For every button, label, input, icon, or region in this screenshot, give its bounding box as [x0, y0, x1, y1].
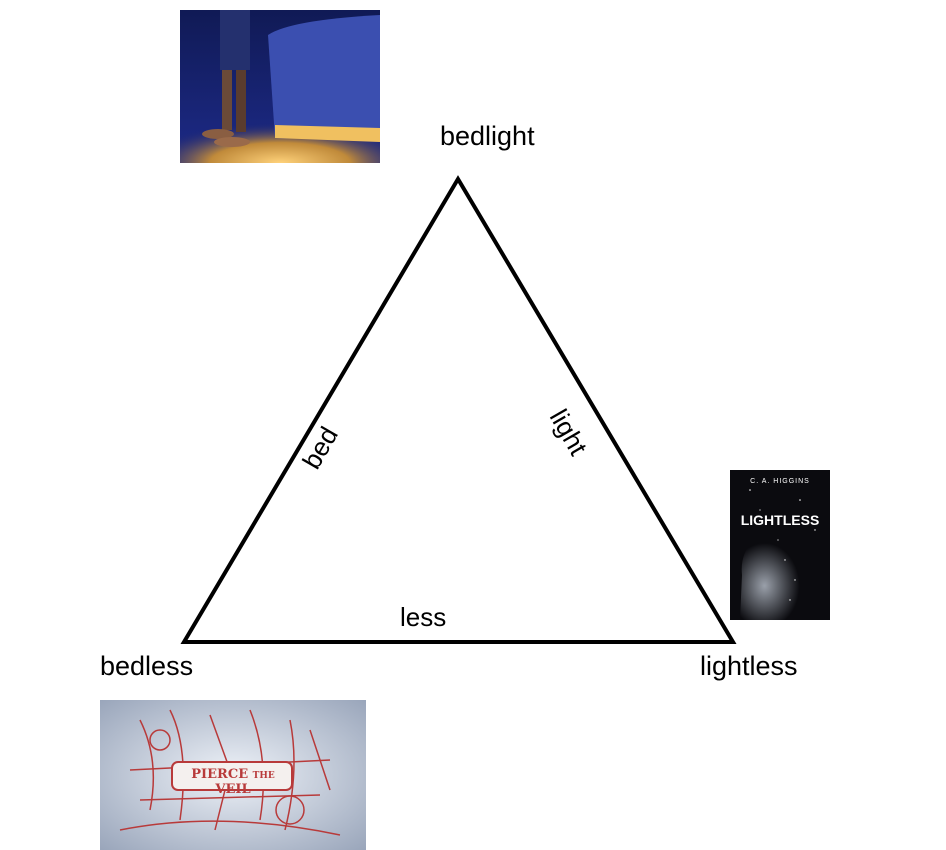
band-name: PIERCE THE VEIL — [178, 767, 288, 797]
lightless-book-cover: C. A. HIGGINS LIGHTLESS — [730, 470, 830, 620]
edge-label-bottom: less — [400, 602, 447, 632]
band-word-1: PIERCE — [191, 767, 249, 782]
pierce-the-veil-artwork: PIERCE THE VEIL — [100, 700, 366, 850]
band-word-2: THE — [252, 771, 275, 781]
book-author: C. A. HIGGINS — [750, 478, 810, 485]
vertex-label-left: bedless — [100, 651, 194, 681]
band-word-3: VEIL — [215, 782, 251, 797]
vertex-label-top: bedlight — [440, 121, 535, 151]
triangle-outline — [180, 175, 737, 644]
vertex-label-right: lightless — [700, 651, 798, 681]
bedlight-photo — [180, 10, 380, 163]
book-title: LIGHTLESS — [740, 512, 820, 528]
